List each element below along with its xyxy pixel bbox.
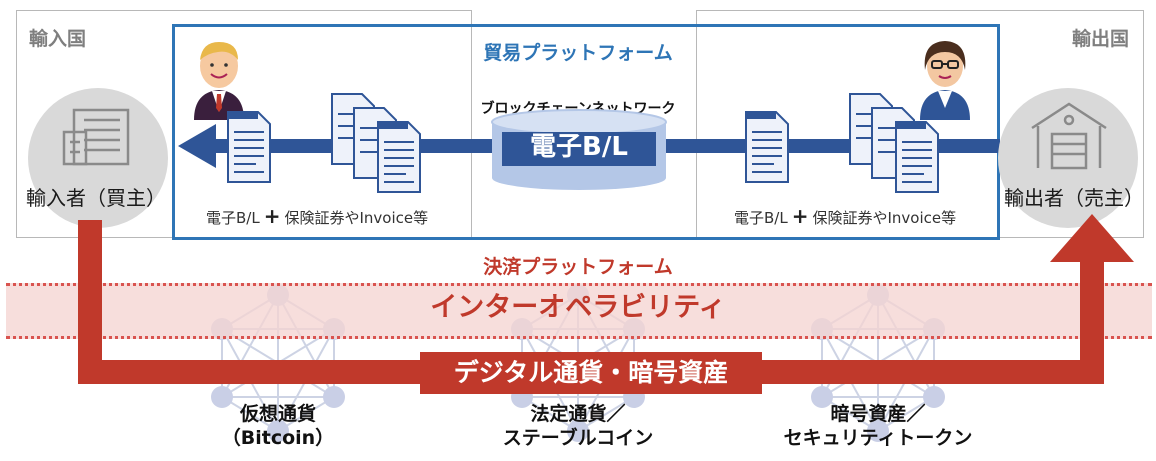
network-label-line1: 法定通貨／ xyxy=(530,403,626,425)
digital-currency-box xyxy=(420,352,762,394)
exporter-docs-ebl: 電子B/L xyxy=(734,209,788,227)
network-label-line1: 仮想通貨 xyxy=(239,403,316,425)
person-exporter-icon xyxy=(920,41,970,120)
importer-docs-caption: 電子B/L+保険証券やInvoice等 xyxy=(206,204,428,228)
ebl-label: 電子B/L xyxy=(530,132,628,162)
network-label-bitcoin: 仮想通貨 （Bitcoin） xyxy=(198,402,358,450)
payment-arrow-path xyxy=(78,220,1104,384)
building-icon xyxy=(62,108,130,166)
exporter-docs-caption: 電子B/L+保険証券やInvoice等 xyxy=(734,204,956,228)
importer-circle xyxy=(28,88,168,228)
digital-currency-label: デジタル通貨・暗号資産 xyxy=(453,358,729,387)
exporter-circle xyxy=(998,88,1138,228)
warehouse-icon xyxy=(1031,102,1107,170)
interoperability-band xyxy=(6,283,1152,339)
importer-party-label: 輸入者（買主） xyxy=(26,186,166,210)
importer-docs-ebl: 電子B/L xyxy=(206,209,260,227)
document-icon xyxy=(227,111,271,183)
exporter-party-label: 輸出者（売主） xyxy=(1004,186,1144,210)
network-label-stablecoin: 法定通貨／ ステーブルコイン xyxy=(478,402,678,450)
settlement-platform-title: 決済プラットフォーム xyxy=(483,256,673,278)
document-icon xyxy=(745,111,789,183)
network-label-security-token: 暗号資産／ セキュリティトークン xyxy=(768,402,988,450)
network-label-line2: ステーブルコイン xyxy=(502,427,654,449)
document-stack-icon xyxy=(331,93,421,193)
plus-icon: + xyxy=(263,204,281,228)
document-stack-icon xyxy=(849,93,939,193)
network-label-line2: セキュリティトークン xyxy=(783,427,973,449)
network-label-line1: 暗号資産／ xyxy=(830,403,926,425)
trade-platform-box xyxy=(172,24,1000,240)
flow-arrow-head xyxy=(178,124,216,168)
network-label-line2: （Bitcoin） xyxy=(221,427,335,449)
blockchain-cylinder xyxy=(491,109,667,190)
interoperability-label: インターオペラビリティ xyxy=(430,292,726,323)
importer-docs-extra: 保険証券やInvoice等 xyxy=(284,209,429,227)
exporter-docs-extra: 保険証券やInvoice等 xyxy=(812,209,957,227)
payment-arrow-head xyxy=(1050,214,1134,262)
exporter-country-label: 輸出国 xyxy=(1072,28,1130,50)
trade-platform-title: 貿易プラットフォーム xyxy=(483,42,673,64)
importer-country-label: 輸入国 xyxy=(29,28,87,50)
plus-icon: + xyxy=(791,204,809,228)
